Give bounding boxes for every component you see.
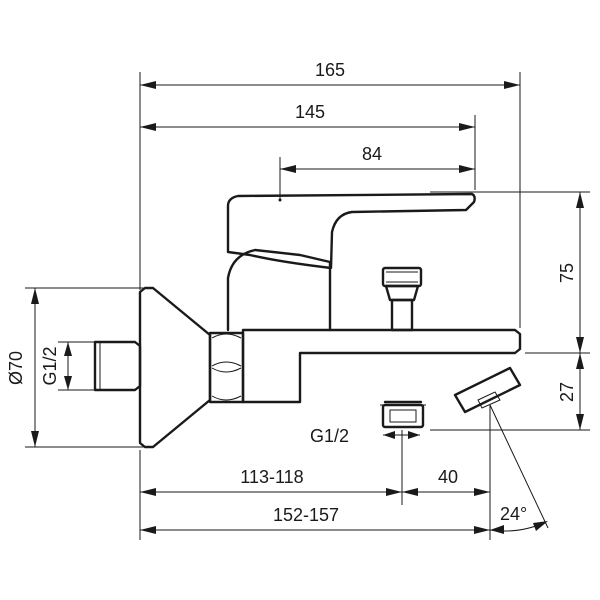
diverter-knob xyxy=(381,266,423,332)
dimension-40: 40 xyxy=(402,467,490,496)
extension-lines xyxy=(25,72,590,540)
dim-label-113-118: 113-118 xyxy=(240,467,303,487)
faucet-outline xyxy=(93,192,522,449)
dim-label-84: 84 xyxy=(362,144,382,164)
wall-flange xyxy=(138,286,212,449)
spout-outlet xyxy=(453,366,522,414)
lever-handle xyxy=(226,192,476,270)
hex-nut xyxy=(208,331,245,404)
dim-label-165: 165 xyxy=(315,60,345,80)
dimension-angle-24: 24° xyxy=(489,504,548,534)
dimension-75: 75 xyxy=(557,192,584,353)
dim-label-thread-bottom: G1/2 xyxy=(310,426,349,446)
mixer-body xyxy=(241,328,522,404)
dim-label-thread-left: G1/2 xyxy=(40,346,60,385)
dimension-thread-bottom: G1/2 xyxy=(310,426,420,446)
dim-label-152-157: 152-157 xyxy=(273,505,339,525)
dimension-152-157: 152-157 xyxy=(140,505,490,534)
inlet-connector xyxy=(93,340,142,392)
shower-outlet xyxy=(380,400,426,429)
cartridge-housing xyxy=(226,248,332,332)
dimension-165: 165 xyxy=(140,60,520,89)
dimension-84: 84 xyxy=(280,144,475,173)
dimension-145: 145 xyxy=(140,102,475,131)
dimension-thread-left: G1/2 xyxy=(40,342,72,390)
dim-label-40: 40 xyxy=(438,467,458,487)
dimension-27: 27 xyxy=(557,353,584,430)
dim-label-145: 145 xyxy=(295,102,325,122)
dim-label-diameter-70: Ø70 xyxy=(6,351,26,385)
dimension-113-118: 113-118 xyxy=(140,467,402,496)
dim-label-75: 75 xyxy=(557,263,577,283)
dim-label-27: 27 xyxy=(557,382,577,402)
dim-label-angle-24: 24° xyxy=(500,504,527,524)
dimension-diameter-70: Ø70 xyxy=(6,288,39,447)
